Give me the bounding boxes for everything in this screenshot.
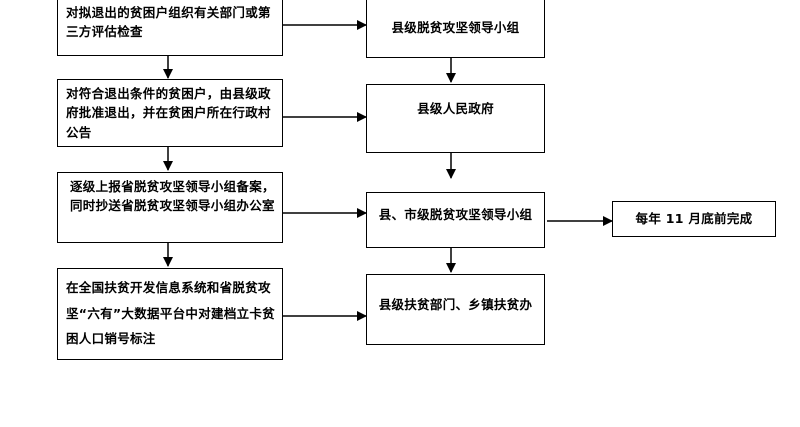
step-1-box: 对拟退出的贫困户组织有关部门或第三方评估检查: [57, 0, 283, 56]
actor-1-text: 县级脱贫攻坚领导小组: [391, 20, 520, 36]
actor-2-text: 县级人民政府: [417, 101, 494, 116]
step-2-text: 对符合退出条件的贫困户，由县级政府批准退出，并在贫困户所在行政村公告: [66, 86, 271, 140]
step-4-text: 在全国扶贫开发信息系统和省脱贫攻坚“六有”大数据平台中对建档立卡贫困人口销号标注: [66, 280, 276, 347]
actor-2-box: 县级人民政府: [366, 84, 545, 153]
actor-4-text: 县级扶贫部门、乡镇扶贫办: [378, 297, 533, 312]
actor-4-box: 县级扶贫部门、乡镇扶贫办: [366, 274, 545, 345]
step-1-text: 对拟退出的贫困户组织有关部门或第三方评估检查: [66, 5, 271, 40]
step-3-box: 逐级上报省脱贫攻坚领导小组备案，同时抄送省脱贫攻坚领导小组办公室: [57, 172, 283, 243]
actor-3-box: 县、市级脱贫攻坚领导小组: [366, 192, 545, 248]
step-4-box: 在全国扶贫开发信息系统和省脱贫攻坚“六有”大数据平台中对建档立卡贫困人口销号标注: [57, 268, 283, 360]
actor-3-text: 县、市级脱贫攻坚领导小组: [378, 207, 533, 222]
deadline-box: 每年 11 月底前完成: [612, 201, 776, 237]
step-2-box: 对符合退出条件的贫困户，由县级政府批准退出，并在贫困户所在行政村公告: [57, 79, 283, 147]
actor-1-box: 县级脱贫攻坚领导小组: [366, 0, 545, 58]
deadline-text: 每年 11 月底前完成: [635, 211, 753, 227]
step-3-text: 逐级上报省脱贫攻坚领导小组备案，同时抄送省脱贫攻坚领导小组办公室: [70, 179, 275, 214]
